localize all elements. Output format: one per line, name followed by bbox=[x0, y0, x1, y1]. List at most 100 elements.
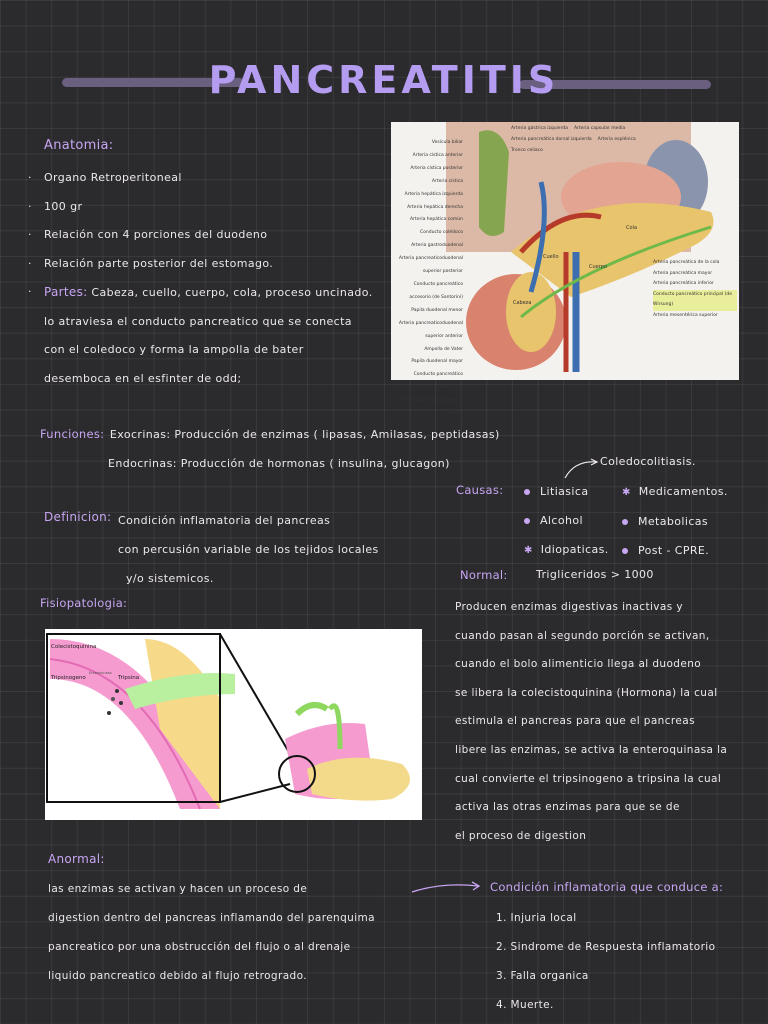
anatomy-label: Arteria capsular media bbox=[573, 126, 626, 131]
anatomy-label: Arteria pancreática de la cola bbox=[653, 260, 720, 265]
anatomy-label: Ampolla de Vater bbox=[424, 346, 463, 352]
anatomy-label: Conducto pancreático principal (de Wirsu… bbox=[653, 289, 737, 311]
funciones-line: Endocrinas: Producción de hormonas ( ins… bbox=[108, 457, 450, 470]
anatomia-list: Organo Retroperitoneal 100 gr Relación c… bbox=[26, 164, 273, 278]
anatomy-label: Conducto pancreático principal (de Wirsu… bbox=[413, 372, 463, 391]
anatomy-label: Papila duodenal menor bbox=[411, 307, 463, 313]
anatomy-label: Arteria cística anterior bbox=[412, 152, 463, 158]
anatomy-label: Papila duodenal mayor bbox=[411, 359, 463, 365]
title-bar-right bbox=[519, 80, 711, 89]
cause-item: Metabolicas bbox=[622, 507, 728, 536]
bullet-icon bbox=[524, 489, 530, 495]
anatomy-label: Conducto colédoco bbox=[420, 230, 463, 236]
organ-label-cuello: Cuello bbox=[543, 254, 559, 260]
anatomia-item: Organo Retroperitoneal bbox=[26, 164, 273, 193]
bullet-icon bbox=[524, 518, 530, 524]
normal-line: activa las otras enzimas para que se de bbox=[455, 801, 680, 814]
anatomia-item: Relación con 4 porciones del duodeno bbox=[26, 221, 273, 250]
funciones-block: Funciones: Exocrinas: Producción de enzi… bbox=[40, 420, 500, 478]
anatomy-label: Arteria pancreaticoduodenal superior ant… bbox=[398, 320, 463, 339]
title-bar-left bbox=[62, 78, 244, 87]
anatomy-label: Arteria cística posterior bbox=[410, 165, 463, 171]
anatomy-label: Arteria hepática común bbox=[410, 217, 463, 223]
bullet-icon bbox=[622, 519, 628, 525]
pancreas-anatomy-figure: Vesícula biliar Arteria cística anterior… bbox=[391, 122, 739, 416]
fisiopatologia-label: Fisiopatologia: bbox=[40, 596, 128, 610]
funciones-line: Exocrinas: Producción de enzimas ( lipas… bbox=[109, 428, 500, 441]
anatomy-label: Arteria cística bbox=[431, 178, 463, 184]
anatomia-heading: Anatomia: bbox=[44, 138, 114, 153]
normal-line: libere las enzimas, se activa la enteroq… bbox=[455, 743, 728, 756]
funciones-label: Funciones: bbox=[40, 427, 105, 441]
anatomy-label: Arteria gástrica izquierda bbox=[511, 126, 568, 131]
definicion-text: Condición inflamatoria del pancreas con … bbox=[118, 506, 379, 593]
condicion-list: 1. Injuria local 2. Sindrome de Respuest… bbox=[496, 904, 715, 1020]
condicion-title: Condición inflamatoria que conduce a: bbox=[490, 880, 724, 894]
definicion-label: Definicion: bbox=[44, 510, 112, 524]
causas-label: Causas: bbox=[456, 483, 504, 497]
star-bullet-icon: ✱ bbox=[622, 487, 631, 498]
coledocolitiasis-note: Coledocolitiasis. bbox=[600, 455, 696, 468]
anatomy-labels-top: Arteria gástrica izquierda Arteria capsu… bbox=[511, 126, 671, 153]
partes-line: lo atraviesa el conducto pancreatico que… bbox=[44, 314, 352, 328]
condicion-item: 2. Sindrome de Respuesta inflamatorio bbox=[496, 941, 716, 953]
normal-line: el proceso de digestion bbox=[455, 829, 587, 842]
cause-item: ✱Idiopaticas. bbox=[524, 543, 609, 556]
trigliceridos-note: Trigliceridos > 1000 bbox=[536, 568, 654, 581]
condicion-item: 3. Falla organica bbox=[496, 970, 589, 982]
tripsina-label: Tripsina bbox=[118, 675, 140, 681]
normal-line: Producen enzimas digestivas inactivas y bbox=[455, 601, 683, 613]
cause-item: ✱Medicamentos. bbox=[622, 485, 728, 498]
anatomy-labels-left: Vesícula biliar Arteria cística anterior… bbox=[393, 137, 463, 421]
partes-line: desemboca en el esfinter de odd; bbox=[44, 371, 242, 385]
anatomy-label: Arteria hepática derecha bbox=[407, 204, 463, 210]
colecistoquinina-label: Colecistoquinina bbox=[51, 644, 97, 650]
cause-item: Alcohol bbox=[524, 506, 609, 535]
page-title: PANCREATITIS bbox=[208, 58, 560, 102]
anormal-line: digestion dentro del pancreas inflamando… bbox=[48, 912, 376, 924]
anatomia-item: Relación parte posterior del estomago. bbox=[26, 250, 273, 279]
anormal-line: pancreatico por una obstrucción del fluj… bbox=[48, 941, 351, 953]
anatomy-label: Arteria pancreática inferior bbox=[653, 281, 714, 286]
anormal-label: Anormal: bbox=[48, 852, 105, 866]
duodenum-pancreas-illustration bbox=[46, 633, 410, 810]
cause-item: Post - CPRE. bbox=[622, 536, 728, 565]
causas-right-list: ✱Medicamentos. Metabolicas Post - CPRE. bbox=[622, 477, 728, 565]
anormal-line: liquido pancreatico debido al flujo retr… bbox=[48, 970, 307, 982]
anatomy-label: Arteria mesentérica superior bbox=[653, 312, 718, 318]
tripsinogeno-label: Tripsinogeno bbox=[51, 675, 86, 681]
normal-line: cuando el bolo alimenticio llega al duod… bbox=[455, 658, 702, 671]
partes-block: · Partes: Cabeza, cuello, cuerpo, cola, … bbox=[26, 278, 373, 393]
arrow-icon bbox=[564, 458, 599, 479]
definicion-line: y/o sistemicos. bbox=[126, 572, 214, 585]
anatomy-label: Arteria pancreática mayor bbox=[653, 270, 713, 276]
anatomy-label: Arteria pancreaticoduodenal superior pos… bbox=[398, 256, 463, 275]
normal-line: se libera la colecistoquinina (Hormona) … bbox=[455, 686, 718, 699]
pancreas-anatomy-illustration bbox=[446, 122, 714, 372]
star-bullet-icon: ✱ bbox=[524, 545, 533, 556]
anormal-text: las enzimas se activan y hacen un proces… bbox=[48, 875, 375, 991]
definicion-line: Condición inflamatoria del pancreas bbox=[118, 514, 331, 527]
organ-label-cabeza: Cabeza bbox=[513, 300, 532, 306]
enterocinasa-label: Enterocinasa bbox=[89, 671, 112, 675]
anatomy-label: Arteria pancreaticoduodenal inferior bbox=[398, 398, 463, 417]
bullet-icon bbox=[622, 548, 628, 554]
anatomy-label: Tronco celiaco bbox=[511, 148, 543, 153]
anormal-line: las enzimas se activan y hacen un proces… bbox=[48, 883, 308, 895]
partes-line: Cabeza, cuello, cuerpo, cola, proceso un… bbox=[91, 286, 373, 299]
normal-line: cual convierte el tripsinogeno a tripsin… bbox=[455, 772, 722, 785]
condicion-item: 1. Injuria local bbox=[496, 912, 577, 924]
definicion-line: con percusión variable de los tejidos lo… bbox=[118, 543, 379, 556]
anatomy-label: Arteria esplénica bbox=[597, 137, 636, 142]
anatomy-label: Arteria gastroduodenal bbox=[411, 243, 463, 249]
normal-line: estimula el pancreas para que el pancrea… bbox=[455, 715, 695, 728]
cause-item: Litiasica bbox=[524, 477, 609, 506]
normal-label: Normal: bbox=[460, 568, 508, 582]
normal-text: Producen enzimas digestivas inactivas y … bbox=[455, 593, 727, 850]
organ-label-cuerpo: Cuerpo bbox=[589, 264, 608, 270]
condicion-item: 4. Muerte. bbox=[496, 999, 554, 1011]
anatomy-label: Arteria pancreática dorsal izquierda bbox=[511, 137, 592, 142]
organ-label-cola: Cola bbox=[626, 225, 638, 231]
arrow-right-icon bbox=[411, 881, 481, 893]
anatomy-label: Vesícula biliar bbox=[431, 140, 463, 145]
